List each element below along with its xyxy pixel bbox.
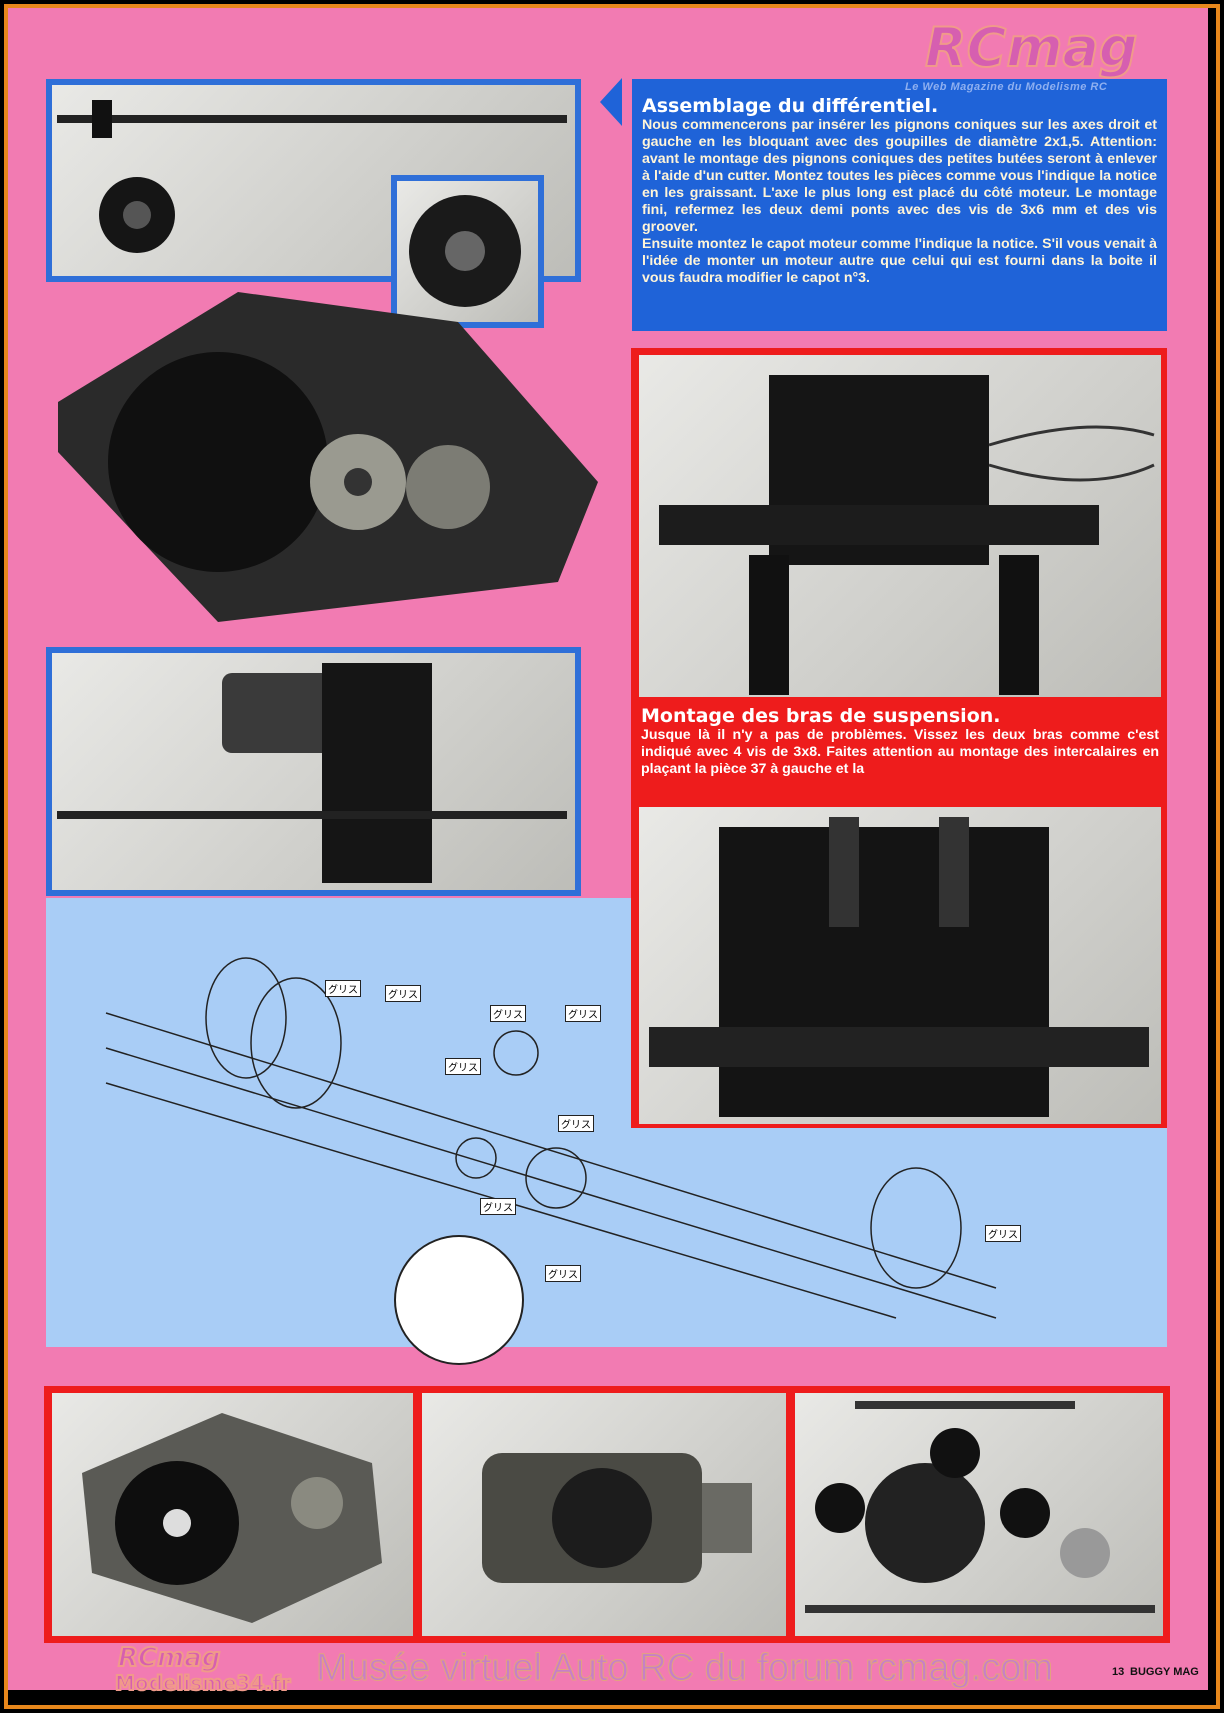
section-title: Assemblage du différentiel. (642, 95, 939, 117)
magazine-name: BUGGY MAG (1130, 1666, 1199, 1678)
section-title: Montage des bras de suspension. (641, 705, 1001, 727)
photo-gearbox (38, 282, 607, 634)
grease-label: グリス (985, 1225, 1021, 1242)
grease-label: グリス (490, 1005, 526, 1022)
rcmag-tagline: Le Web Magazine du Modelisme RC (905, 81, 1108, 93)
photo-differential-parts (795, 1393, 1163, 1636)
exploded-diagram-drawing (105, 957, 997, 1319)
photo-rear-assembly (639, 355, 1161, 697)
detail-inset-circle (394, 1235, 524, 1365)
grease-label: グリス (545, 1265, 581, 1282)
grease-label: グリス (480, 1198, 516, 1215)
grease-label: グリス (565, 1005, 601, 1022)
page-number: 13 (1112, 1666, 1125, 1678)
exploded-diagram-left (46, 898, 631, 1347)
paragraph: Nous commencerons par insérer les pignon… (642, 117, 1157, 235)
photo-motor-gearbox (52, 653, 575, 890)
photo-motor (422, 1393, 786, 1636)
grease-label: グリス (558, 1115, 594, 1132)
arrow-left-icon (600, 78, 622, 126)
grease-label: グリス (325, 980, 361, 997)
watermark-text: Musée virtuel Auto RC du forum rcmag.com (315, 1647, 1054, 1690)
differential-text-box: Assemblage du différentiel. Nous commenc… (632, 79, 1167, 331)
suspension-text: Montage des bras de suspension. Jusque l… (639, 705, 1161, 778)
photo-gearbox-cover (52, 1393, 413, 1636)
rcmag-logo: RCmag (924, 16, 1139, 79)
paragraph: Ensuite montez le capot moteur comme l'i… (642, 236, 1157, 286)
footer-site-logo: Modelisme34.fr (114, 1671, 292, 1695)
grease-label: グリス (445, 1058, 481, 1075)
photo-spur-gear (397, 181, 538, 322)
footer-rcmag-logo: RCmag (117, 1643, 221, 1673)
paragraph: Jusque là il n'y a pas de problèmes. Vis… (641, 727, 1159, 777)
photo-suspension-arms (639, 807, 1161, 1124)
grease-label: グリス (385, 985, 421, 1002)
exploded-diagram-right (631, 1128, 1167, 1347)
